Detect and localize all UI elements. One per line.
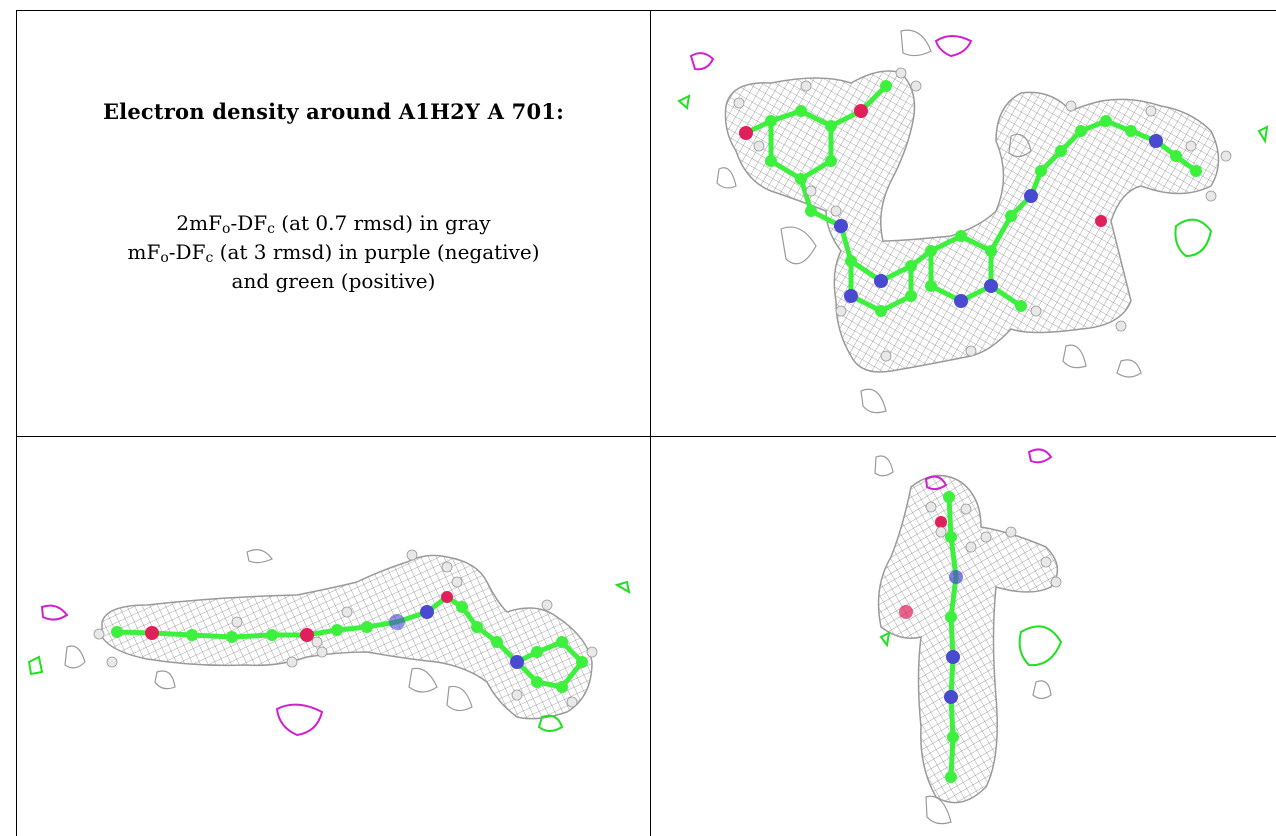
mesh-fragments	[716, 29, 1142, 414]
legend-text: 2mFo-DFc (at 0.7 rmsd) in gray mFo-DFc (…	[17, 209, 650, 296]
table-border-left	[16, 10, 17, 836]
atoms	[93, 549, 598, 708]
caption-cell: Electron density around A1H2Y A 701: 2mF…	[17, 11, 650, 436]
difference-density	[27, 580, 631, 737]
molecule-render-side	[27, 549, 631, 737]
table-divider-vertical	[650, 10, 651, 836]
table-divider-horizontal	[16, 436, 1276, 437]
legend-line-fo: mFo-DFc (at 3 rmsd) in purple (negative)	[127, 240, 540, 266]
atoms	[899, 491, 1062, 783]
difference-density	[879, 448, 1063, 667]
legend-line-2fo: 2mFo-DFc (at 0.7 rmsd) in gray	[176, 211, 491, 237]
density-view-front	[651, 11, 1276, 436]
molecule-render-front	[677, 29, 1269, 414]
density-view-side	[17, 437, 650, 836]
mesh-fragments	[64, 549, 473, 712]
table-border-top	[16, 10, 1276, 11]
molecule-render-end-on	[874, 448, 1063, 825]
bonds	[946, 494, 959, 780]
figure-title: Electron density around A1H2Y A 701:	[102, 99, 565, 124]
difference-density	[677, 35, 1269, 258]
density-view-end-on	[651, 437, 1276, 836]
density-envelope	[101, 554, 593, 720]
atoms	[733, 67, 1232, 362]
figure-table: Electron density around A1H2Y A 701: 2mF…	[16, 10, 1276, 836]
legend-line-green: and green (positive)	[231, 269, 436, 293]
density-envelope	[877, 474, 1059, 804]
mesh-fragments	[874, 455, 1052, 825]
